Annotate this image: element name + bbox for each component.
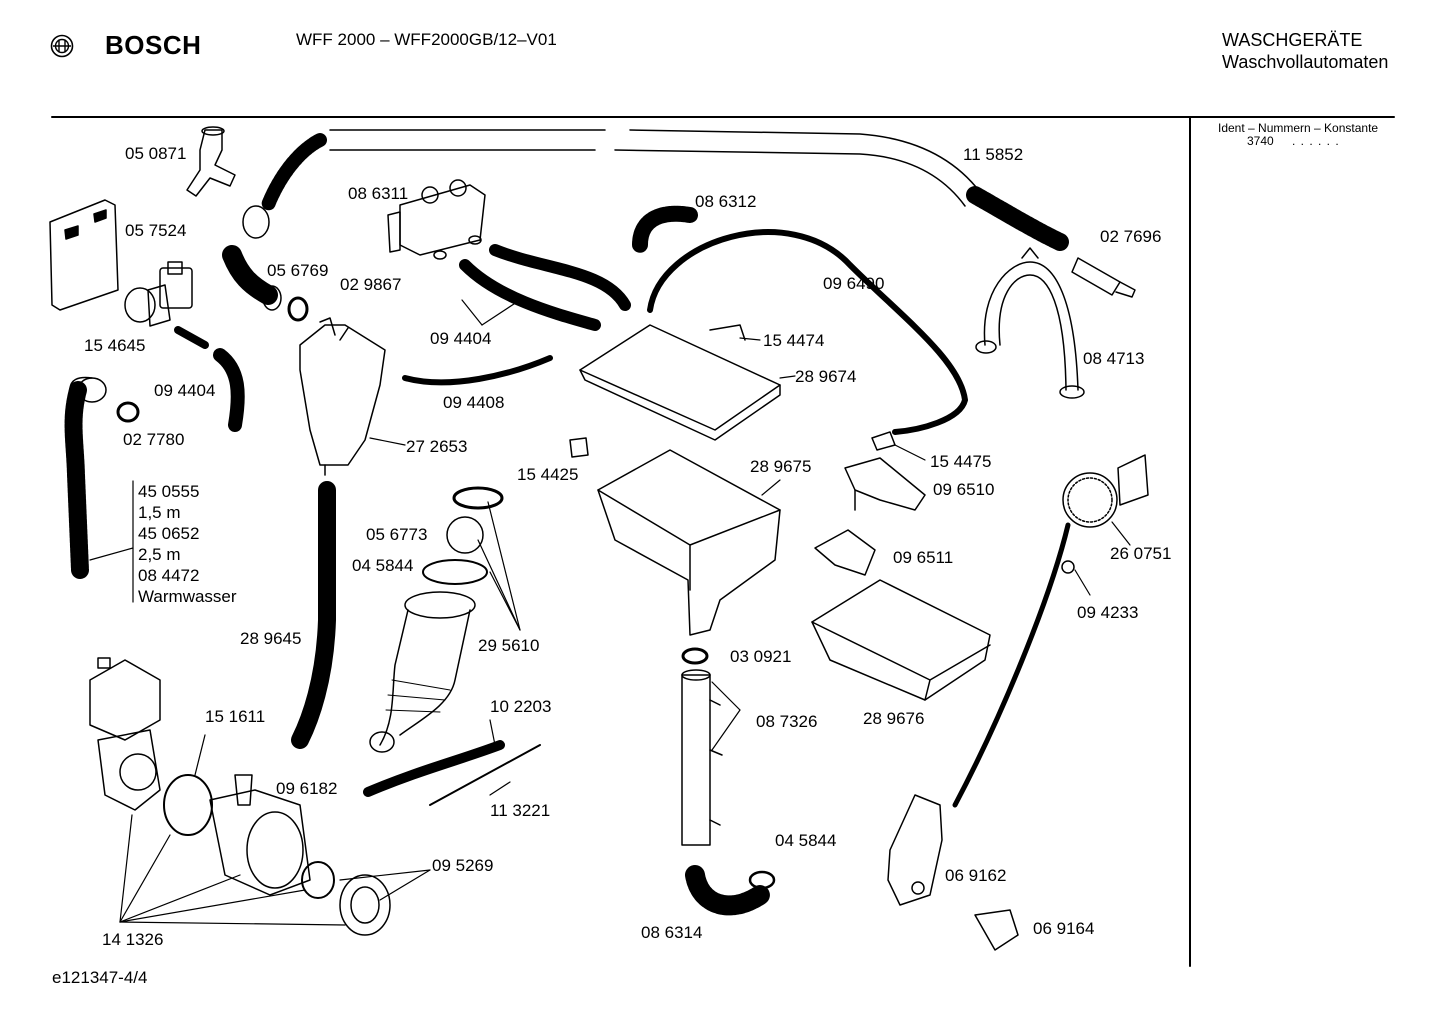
- dispenser-housing-part: [597, 449, 781, 636]
- part-label: 15 4425: [517, 465, 579, 484]
- part-label: 04 5844: [775, 831, 837, 850]
- ident-heading: Ident – Nummern – Konstante: [1218, 121, 1379, 135]
- part-label: 03 0921: [730, 647, 792, 666]
- inlet-valve-part: [124, 261, 209, 349]
- part-label: 09 4233: [1077, 603, 1139, 622]
- part-label: 02 9867: [340, 275, 402, 294]
- pipe-clip-part: [975, 247, 1085, 399]
- part-label: 09 6182: [276, 779, 338, 798]
- part-label: 08 6312: [695, 192, 757, 211]
- part-label: 05 7524: [125, 221, 187, 240]
- drain-hose-part: [64, 376, 140, 579]
- hose-10-2203-part: [363, 740, 505, 797]
- part-label: 09 4404: [154, 381, 216, 400]
- part-label: 28 9645: [240, 629, 302, 648]
- pressure-switch-part: [1062, 454, 1149, 528]
- hose-info-line: 45 0652: [138, 524, 200, 543]
- pump-seal-part: [163, 774, 213, 836]
- cap-06-9164-part: [974, 909, 1019, 951]
- inlet-hose-part: [242, 129, 1069, 251]
- sump-pipe-part: [681, 669, 723, 846]
- rod-11-3221-part: [429, 744, 541, 806]
- short-hose-part: [213, 348, 245, 432]
- drain-elbow-part: [685, 865, 770, 916]
- part-label: 10 2203: [490, 697, 552, 716]
- part-label: 26 0751: [1110, 544, 1172, 563]
- bellows-set-part: [369, 486, 504, 753]
- part-label: 09 6511: [893, 548, 954, 567]
- ident-dots: . . . . . .: [1292, 134, 1340, 148]
- part-label: 15 4475: [930, 452, 992, 471]
- part-label: 09 4408: [443, 393, 505, 412]
- hose-connector-part: [871, 431, 896, 451]
- pressure-hose-part: [952, 522, 1071, 808]
- part-label: 09 6490: [823, 274, 885, 293]
- bracket-09-6511-part: [814, 529, 876, 576]
- drain-hose-info: 45 0555 1,5 m 45 0652 2,5 m 08 4472 Warm…: [138, 481, 237, 607]
- part-label: 14 1326: [102, 930, 164, 949]
- hose-ring-part: [287, 296, 309, 322]
- part-label: 04 5844: [352, 556, 414, 575]
- cover-plate-part: [49, 199, 119, 311]
- hose-info-line: Warmwasser: [138, 587, 237, 606]
- part-label: 29 5610: [478, 636, 540, 655]
- part-label: 08 7326: [756, 712, 818, 731]
- bosch-armature-logo-icon: [50, 34, 74, 58]
- valve-hose-part: [459, 259, 601, 331]
- drain-filter-part: [339, 874, 391, 936]
- part-label: 02 7696: [1100, 227, 1162, 246]
- part-label: 11 5852: [963, 145, 1024, 164]
- part-label: 15 4474: [763, 331, 825, 350]
- category-subtitle: Waschvollautomaten: [1222, 52, 1389, 72]
- ident-value: 3740: [1247, 134, 1274, 148]
- part-label: 11 3221: [490, 801, 551, 820]
- pump-housing-part: [209, 774, 311, 896]
- part-label: 15 1611: [205, 707, 266, 726]
- detergent-drawer-part: [811, 579, 991, 701]
- part-label: 27 2653: [406, 437, 468, 456]
- double-valve-part: [387, 179, 486, 260]
- category-title: WASCHGERÄTE: [1222, 30, 1363, 50]
- model-number: WFF 2000 – WFF2000GB/12–V01: [296, 30, 557, 49]
- pump-cover-part: [89, 657, 161, 741]
- elbow-hose-part: [222, 245, 278, 305]
- part-label: 09 4404: [430, 329, 492, 348]
- part-label: 09 6510: [933, 480, 995, 499]
- part-label: 15 4645: [84, 336, 146, 355]
- brand-name: BOSCH: [105, 30, 202, 60]
- overflow-container-part: [299, 317, 386, 476]
- filter-seal-part: [301, 861, 335, 899]
- hose-info-line: 1,5 m: [138, 503, 181, 522]
- hose-info-line: 2,5 m: [138, 545, 181, 564]
- elbow-08-6312-part: [632, 205, 698, 253]
- part-label: 09 5269: [432, 856, 494, 875]
- part-label: 05 0871: [125, 144, 187, 163]
- drain-pump-part: [97, 729, 161, 811]
- part-label: 28 9676: [863, 709, 925, 728]
- part-label: 06 9162: [945, 866, 1007, 885]
- dispenser-lid-part: [579, 324, 781, 441]
- drawing-id: e121347-4/4: [52, 968, 148, 987]
- y-connector-part: [186, 126, 236, 197]
- part-label: 05 6773: [366, 525, 428, 544]
- part-label: 08 6314: [641, 923, 703, 942]
- long-hose-part: [291, 481, 336, 749]
- part-label: 06 9164: [1033, 919, 1095, 938]
- thin-hose-part: [647, 229, 968, 435]
- part-label: 28 9674: [795, 367, 857, 386]
- bracket-06-9162-part: [887, 794, 943, 906]
- part-label: 05 6769: [267, 261, 329, 280]
- hose-info-line: 08 4472: [138, 566, 200, 585]
- hose-09-4408-part: [402, 355, 553, 386]
- small-plug-part: [569, 437, 589, 458]
- part-label: 08 6311: [348, 184, 409, 203]
- part-label: 02 7780: [123, 430, 185, 449]
- hose-info-line: 45 0555: [138, 482, 200, 501]
- damper-part: [1071, 257, 1136, 298]
- bracket-09-6510-part: [844, 457, 926, 511]
- ring-03-0921-part: [681, 647, 709, 665]
- part-label: 28 9675: [750, 457, 812, 476]
- part-label: 08 4713: [1083, 349, 1145, 368]
